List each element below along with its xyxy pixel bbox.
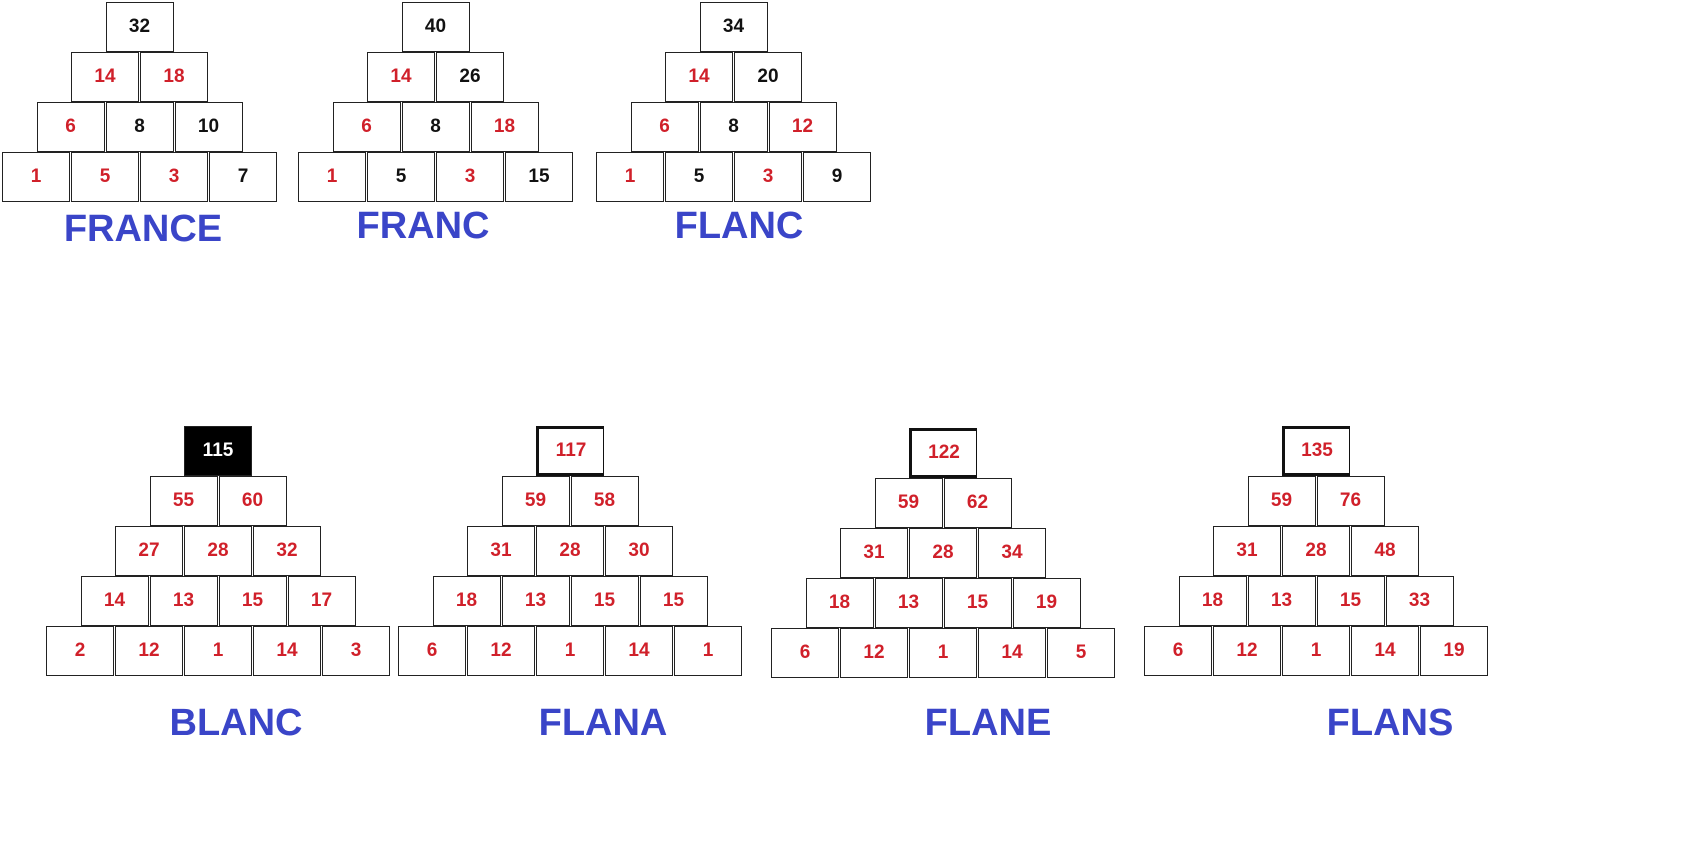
pyramid-word-label: FRANCE xyxy=(63,208,223,250)
pyramid-cell: 1 xyxy=(1282,626,1350,676)
pyramid-cell: 14 xyxy=(253,626,321,676)
pyramid-apex-cell: 34 xyxy=(699,2,768,52)
pyramid-cell: 14 xyxy=(71,52,139,102)
pyramid-cell: 8 xyxy=(105,102,174,152)
pyramid-cell: 28 xyxy=(909,528,977,578)
pyramid-apex-cell: 122 xyxy=(909,428,977,478)
pyramid-cell: 13 xyxy=(1247,576,1316,626)
pyramid-cell: 18 xyxy=(432,576,501,626)
pyramid-word-label: BLANC xyxy=(169,702,303,744)
pyramid-cell: 14 xyxy=(978,628,1046,678)
pyramid-cell: 12 xyxy=(768,102,837,152)
pyramid-cell: 14 xyxy=(605,626,673,676)
pyramid-cell: 5 xyxy=(367,152,435,202)
pyramid-cell: 8 xyxy=(401,102,470,152)
pyramid-cell: 58 xyxy=(570,476,639,526)
pyramid-cell: 10 xyxy=(174,102,243,152)
pyramid-cell: 6 xyxy=(1144,626,1212,676)
pyramid-cell: 19 xyxy=(1420,626,1488,676)
pyramid-cell: 59 xyxy=(1247,476,1316,526)
pyramid-cell: 6 xyxy=(630,102,699,152)
pyramid-cell: 30 xyxy=(605,526,673,576)
pyramid-cell: 1 xyxy=(184,626,252,676)
pyramid-cell: 59 xyxy=(874,478,943,528)
pyramid-cell: 31 xyxy=(1213,526,1281,576)
pyramid-cell: 19 xyxy=(1012,578,1081,628)
pyramid-cell: 28 xyxy=(184,526,252,576)
pyramid-cell: 2 xyxy=(46,626,114,676)
pyramid-cell: 13 xyxy=(874,578,943,628)
pyramid-cell: 15 xyxy=(1316,576,1385,626)
pyramid-cell: 48 xyxy=(1351,526,1419,576)
pyramid-word-label: FLANA xyxy=(538,702,668,744)
pyramid-cell: 62 xyxy=(943,478,1012,528)
pyramid-cell: 5 xyxy=(71,152,139,202)
pyramid-cell: 1 xyxy=(596,152,664,202)
pyramid-cell: 15 xyxy=(505,152,573,202)
pyramid-cell: 15 xyxy=(570,576,639,626)
pyramid-cell: 76 xyxy=(1316,476,1385,526)
pyramid-apex-cell: 135 xyxy=(1282,426,1350,476)
pyramid-cell: 8 xyxy=(699,102,768,152)
pyramid-cell: 28 xyxy=(536,526,604,576)
pyramid-cell: 28 xyxy=(1282,526,1350,576)
pyramid-cell: 55 xyxy=(149,476,218,526)
pyramid-cell: 27 xyxy=(115,526,183,576)
pyramid-cell: 9 xyxy=(803,152,871,202)
pyramid-cell: 17 xyxy=(287,576,356,626)
pyramid-cell: 13 xyxy=(501,576,570,626)
pyramid-cell: 1 xyxy=(2,152,70,202)
pyramid-cell: 1 xyxy=(674,626,742,676)
pyramid-apex-cell: 32 xyxy=(105,2,174,52)
pyramid-cell: 14 xyxy=(367,52,435,102)
pyramid-cell: 26 xyxy=(436,52,504,102)
pyramid-cell: 6 xyxy=(36,102,105,152)
pyramid-cell: 60 xyxy=(218,476,287,526)
pyramid-word-label: FLANE xyxy=(924,702,1052,744)
pyramid-apex-cell: 40 xyxy=(401,2,470,52)
pyramid-cell: 5 xyxy=(1047,628,1115,678)
pyramid-cell: 3 xyxy=(322,626,390,676)
pyramid-cell: 12 xyxy=(467,626,535,676)
pyramid-cell: 1 xyxy=(909,628,977,678)
pyramid-cell: 12 xyxy=(115,626,183,676)
pyramid-cell: 6 xyxy=(771,628,839,678)
pyramid-cell: 12 xyxy=(1213,626,1281,676)
pyramid-word-label: FRANC xyxy=(356,205,490,247)
pyramid-cell: 15 xyxy=(639,576,708,626)
pyramid-cell: 14 xyxy=(80,576,149,626)
pyramid-cell: 14 xyxy=(1351,626,1419,676)
pyramid-cell: 7 xyxy=(209,152,277,202)
pyramid-cell: 20 xyxy=(734,52,802,102)
pyramid-word-label: FLANS xyxy=(1326,702,1454,744)
pyramid-cell: 1 xyxy=(298,152,366,202)
pyramid-cell: 31 xyxy=(840,528,908,578)
pyramid-cell: 18 xyxy=(140,52,208,102)
pyramid-cell: 15 xyxy=(218,576,287,626)
pyramid-apex-cell: 117 xyxy=(536,426,604,476)
pyramid-cell: 34 xyxy=(978,528,1046,578)
pyramid-cell: 18 xyxy=(805,578,874,628)
pyramid-cell: 33 xyxy=(1385,576,1454,626)
pyramid-cell: 13 xyxy=(149,576,218,626)
pyramid-cell: 59 xyxy=(501,476,570,526)
pyramid-cell: 14 xyxy=(665,52,733,102)
pyramid-cell: 15 xyxy=(943,578,1012,628)
pyramid-cell: 18 xyxy=(1178,576,1247,626)
pyramid-cell: 6 xyxy=(398,626,466,676)
pyramid-cell: 5 xyxy=(665,152,733,202)
pyramid-cell: 32 xyxy=(253,526,321,576)
pyramid-cell: 12 xyxy=(840,628,908,678)
pyramid-cell: 1 xyxy=(536,626,604,676)
pyramid-cell: 3 xyxy=(140,152,208,202)
pyramid-cell: 31 xyxy=(467,526,535,576)
pyramid-cell: 3 xyxy=(436,152,504,202)
pyramid-cell: 6 xyxy=(332,102,401,152)
pyramid-word-label: FLANC xyxy=(674,205,804,247)
pyramid-cell: 18 xyxy=(470,102,539,152)
pyramid-apex-cell: 115 xyxy=(184,426,252,476)
pyramid-cell: 3 xyxy=(734,152,802,202)
